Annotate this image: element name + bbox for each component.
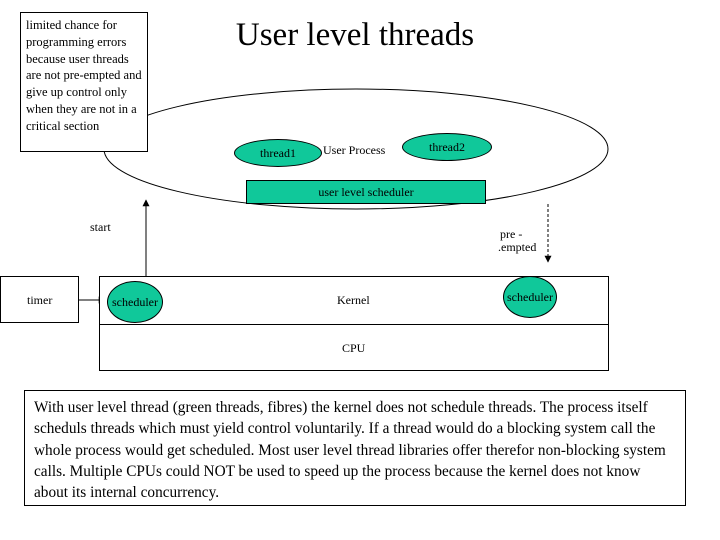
page-title: User level threads — [235, 17, 475, 53]
thread2-label: thread2 — [429, 140, 465, 154]
timer-label: timer — [27, 293, 53, 307]
thread1-label: thread1 — [260, 146, 296, 160]
thread2-ellipse: thread2 — [402, 133, 492, 161]
kernel-scheduler-right-label: scheduler — [507, 290, 553, 304]
preempted-label-2: .empted — [498, 240, 537, 254]
cpu-label: CPU — [342, 341, 366, 355]
user-level-scheduler-label: user level scheduler — [318, 185, 414, 199]
note-box: limited chance for programming errors be… — [20, 12, 148, 152]
kernel-scheduler-left-label: scheduler — [112, 295, 158, 309]
thread1-ellipse: thread1 — [234, 139, 322, 167]
start-label: start — [90, 220, 111, 234]
cpu-box — [99, 324, 609, 371]
user-process-label: User Process — [323, 143, 386, 157]
timer-box: timer — [0, 276, 79, 323]
description-box: With user level thread (green threads, f… — [24, 390, 686, 506]
user-level-scheduler: user level scheduler — [246, 180, 486, 204]
preempted-label-1: pre - — [500, 227, 523, 241]
kernel-label: Kernel — [337, 293, 370, 307]
kernel-scheduler-left: scheduler — [107, 281, 163, 323]
kernel-scheduler-right: scheduler — [503, 276, 557, 318]
